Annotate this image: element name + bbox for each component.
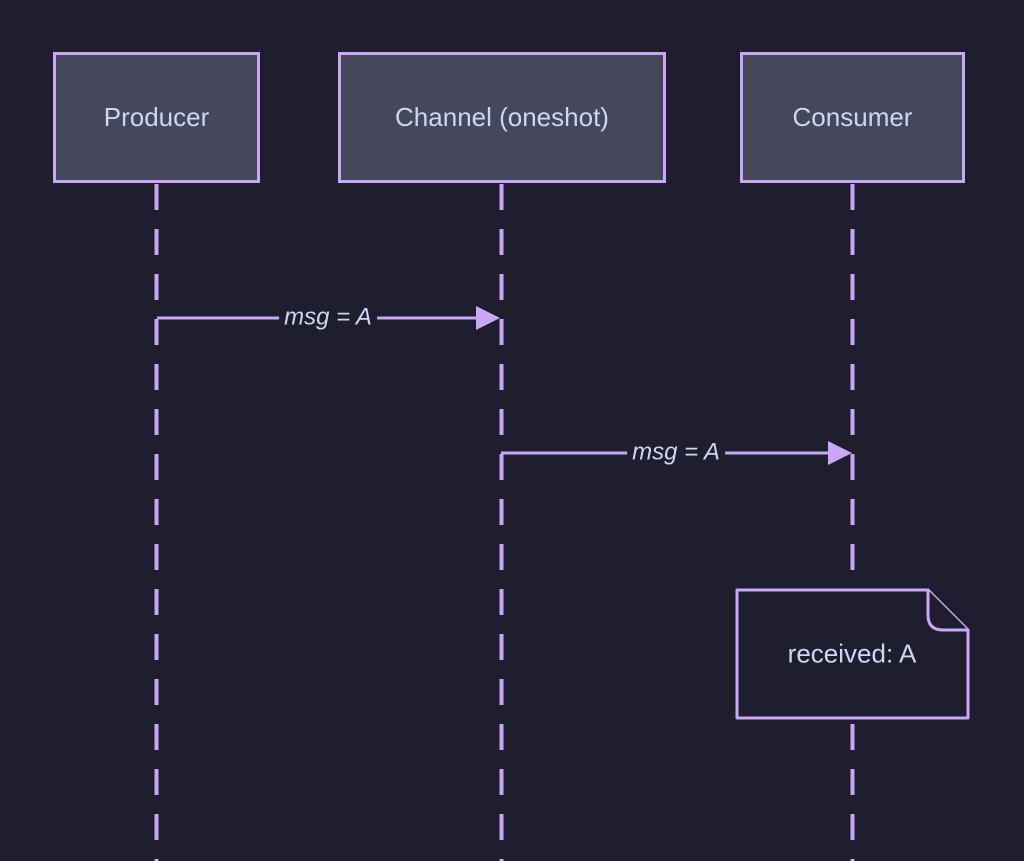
actor-label-channel: Channel (oneshot) xyxy=(395,102,609,132)
note-box xyxy=(735,588,970,720)
message-label-2: msg = A xyxy=(627,437,725,469)
message-label-1: msg = A xyxy=(279,302,377,334)
note-label: received: A xyxy=(787,638,917,669)
actor-box-consumer: Consumer xyxy=(740,52,965,183)
note-fold-corner xyxy=(926,588,970,632)
actor-label-consumer: Consumer xyxy=(792,102,913,132)
actor-box-producer: Producer xyxy=(53,52,260,183)
actor-box-channel: Channel (oneshot) xyxy=(338,52,666,183)
actor-label-producer: Producer xyxy=(103,102,210,132)
arrowhead-icon xyxy=(476,306,500,330)
arrowhead-icon xyxy=(828,441,852,465)
